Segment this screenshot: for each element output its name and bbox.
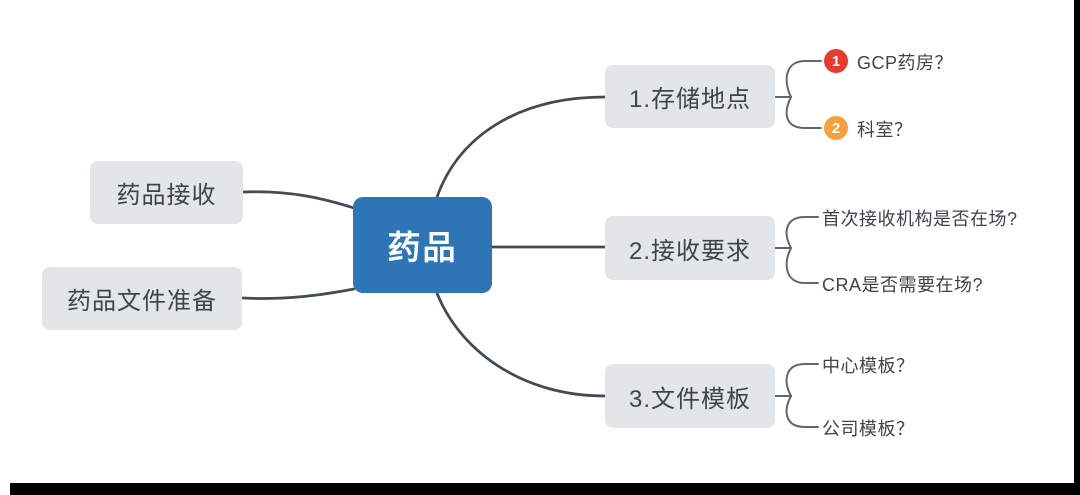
branch-node-storage-location[interactable]: 1.存储地点: [605, 65, 775, 128]
window-edge-right: [1074, 0, 1080, 495]
leaf-node-company-template[interactable]: 公司模板？: [822, 419, 915, 439]
brace-require-upper: [785, 216, 819, 249]
leaf-node-center-template[interactable]: 中心模板？: [822, 356, 915, 376]
brace-storage-lower: [785, 96, 822, 129]
brace-storage-upper: [785, 60, 822, 98]
priority-2-icon[interactable]: 2: [824, 116, 848, 140]
leaf-node-gcp-pharmacy[interactable]: GCP药房？: [857, 53, 954, 73]
priority-1-icon[interactable]: 1: [824, 49, 848, 73]
branch-node-drug-receive[interactable]: 药品接收: [90, 161, 243, 224]
branch-node-file-templates[interactable]: 3.文件模板: [605, 364, 775, 428]
brace-template-upper: [785, 363, 819, 397]
brace-connectors: [774, 60, 822, 428]
branch-node-receive-requirements[interactable]: 2.接收要求: [605, 216, 775, 280]
link-docs-to-root: [241, 287, 356, 300]
root-node-drug[interactable]: 药品: [353, 197, 492, 293]
brace-template-lower: [785, 395, 819, 428]
link-root-to-template: [435, 291, 607, 398]
leaf-node-cra-onsite[interactable]: CRA是否需要在场?: [822, 275, 984, 295]
leaf-node-first-receive-onsite[interactable]: 首次接收机构是否在场?: [822, 209, 1018, 229]
link-receive-to-root: [241, 190, 356, 210]
link-root-to-storage: [435, 95, 607, 199]
window-edge-bottom: [10, 483, 1080, 495]
branch-node-drug-docs-prep[interactable]: 药品文件准备: [42, 267, 242, 330]
brace-require-lower: [785, 247, 819, 284]
leaf-node-department[interactable]: 科室？: [857, 120, 913, 140]
